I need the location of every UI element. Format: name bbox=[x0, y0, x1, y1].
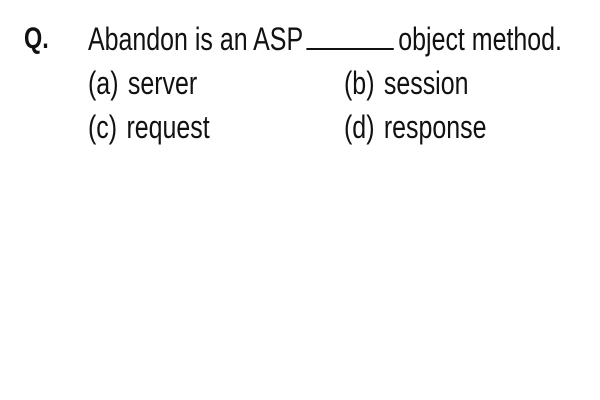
answer-blank bbox=[306, 22, 394, 50]
option-d: (d) response bbox=[344, 108, 487, 146]
option-letter: (a) bbox=[88, 65, 119, 101]
option-text: session bbox=[383, 65, 469, 101]
option-b: (b) session bbox=[344, 64, 468, 102]
question-text-before: Abandon is an ASP bbox=[88, 21, 304, 57]
option-letter: (d) bbox=[344, 109, 375, 145]
question-label: Q. bbox=[24, 22, 49, 55]
option-text: request bbox=[126, 109, 210, 145]
question-text-after: object method. bbox=[398, 21, 562, 57]
option-text: server bbox=[127, 65, 198, 101]
option-letter: (c) bbox=[88, 109, 118, 145]
option-c: (c) request bbox=[88, 108, 210, 146]
option-text: response bbox=[383, 109, 487, 145]
question-text: Abandon is an ASP object method. bbox=[88, 20, 562, 58]
option-letter: (b) bbox=[344, 65, 375, 101]
option-a: (a) server bbox=[88, 64, 197, 102]
